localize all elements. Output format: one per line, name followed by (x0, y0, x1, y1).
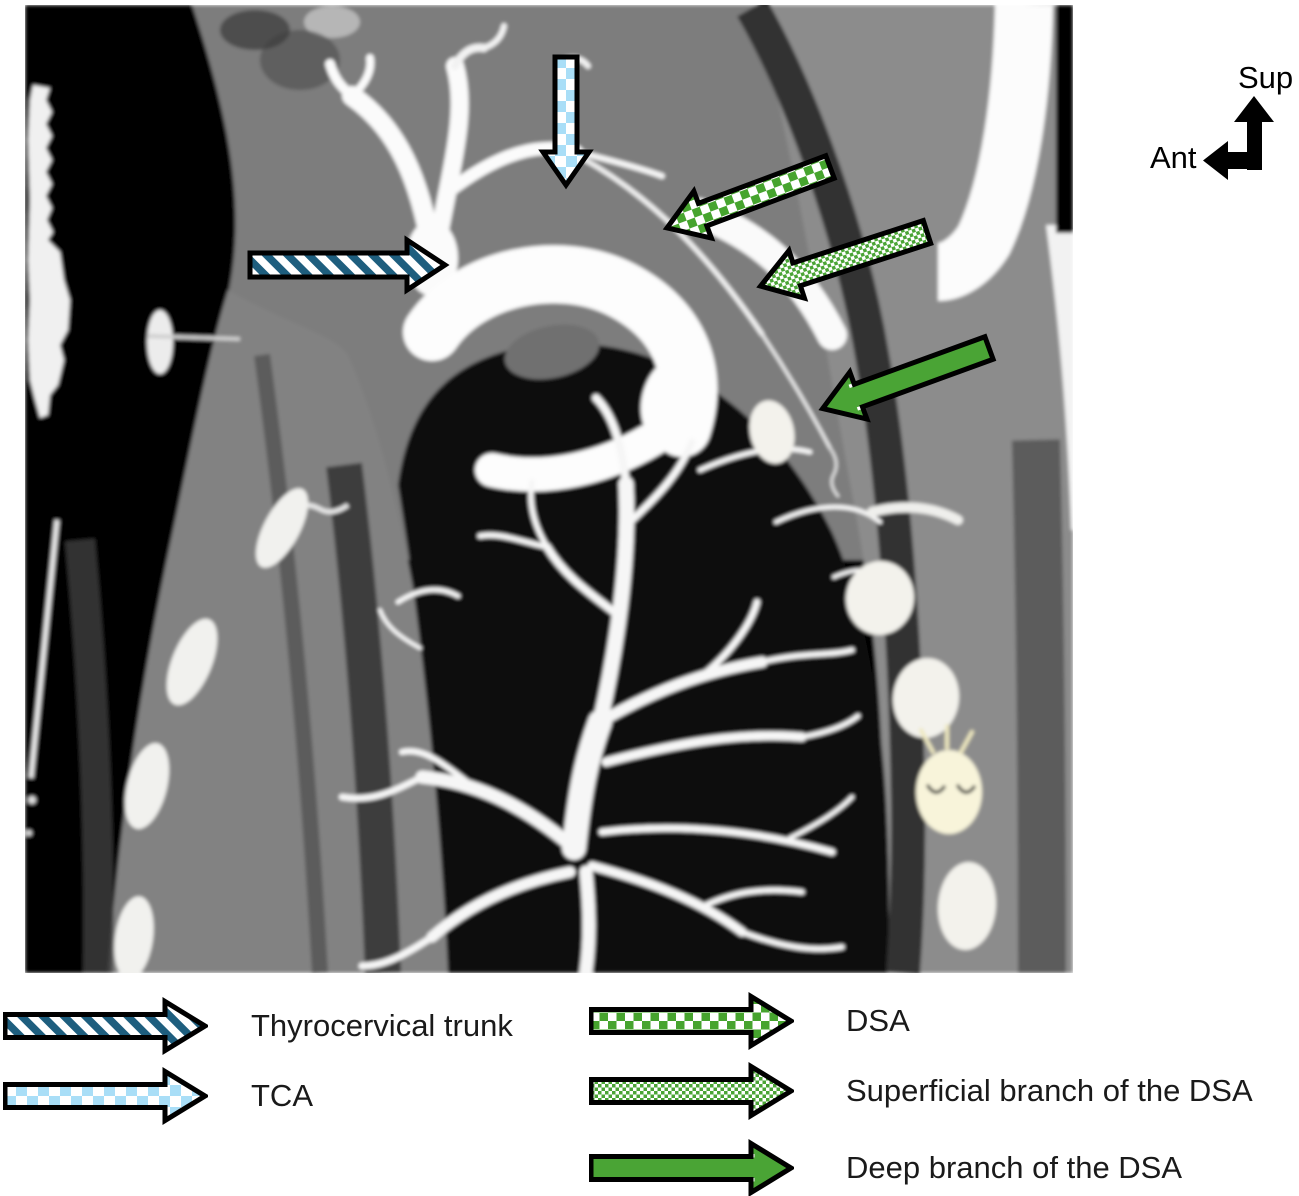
dsa-arrow (662, 152, 838, 242)
orientation-indicator (1203, 96, 1274, 180)
ant-arrow-icon (1228, 152, 1262, 169)
legend-green-mesh-arrow-icon (589, 1062, 794, 1120)
legend-label-dsa-superficial: Superficial branch of the DSA (846, 1073, 1253, 1108)
dsa-superficial-arrow (756, 217, 934, 302)
aortic-arch (403, 245, 718, 492)
anterior-label: Ant (1150, 140, 1197, 175)
dsa-deep-arrow (818, 333, 997, 423)
legend-label-dsa-deep: Deep branch of the DSA (846, 1150, 1183, 1185)
legend-row-dsa-superficial: Superficial branch of the DSA (589, 1062, 1253, 1120)
arm-shadow (935, 5, 1053, 301)
legend-row-thyrocervical: Thyrocervical trunk (3, 997, 513, 1055)
spine-hardware (26, 85, 241, 836)
legend-row-dsa: DSA (589, 992, 910, 1050)
legend-blue-stripe-arrow-icon (3, 997, 208, 1055)
legend-row-tca: TCA (3, 1067, 313, 1125)
thyrocervical-trunk-arrow (247, 235, 450, 295)
legend-blue-checker-arrow-icon (3, 1067, 208, 1125)
legend-green-checker-arrow-icon (589, 992, 794, 1050)
legend-label-thyrocervical: Thyrocervical trunk (251, 1008, 513, 1043)
legend-label-dsa: DSA (846, 1003, 910, 1038)
tca-arrow (538, 54, 594, 190)
pulmonary-vessels (338, 394, 884, 973)
legend-label-tca: TCA (251, 1078, 313, 1113)
calcified-nodule (916, 724, 982, 834)
rib-cross-sections (114, 400, 997, 973)
sternum-shadow (326, 462, 401, 973)
legend-row-dsa-deep: Deep branch of the DSA (589, 1139, 1182, 1196)
legend-green-dot-arrow-icon (589, 1139, 794, 1196)
superior-label: Sup (1238, 60, 1294, 95)
